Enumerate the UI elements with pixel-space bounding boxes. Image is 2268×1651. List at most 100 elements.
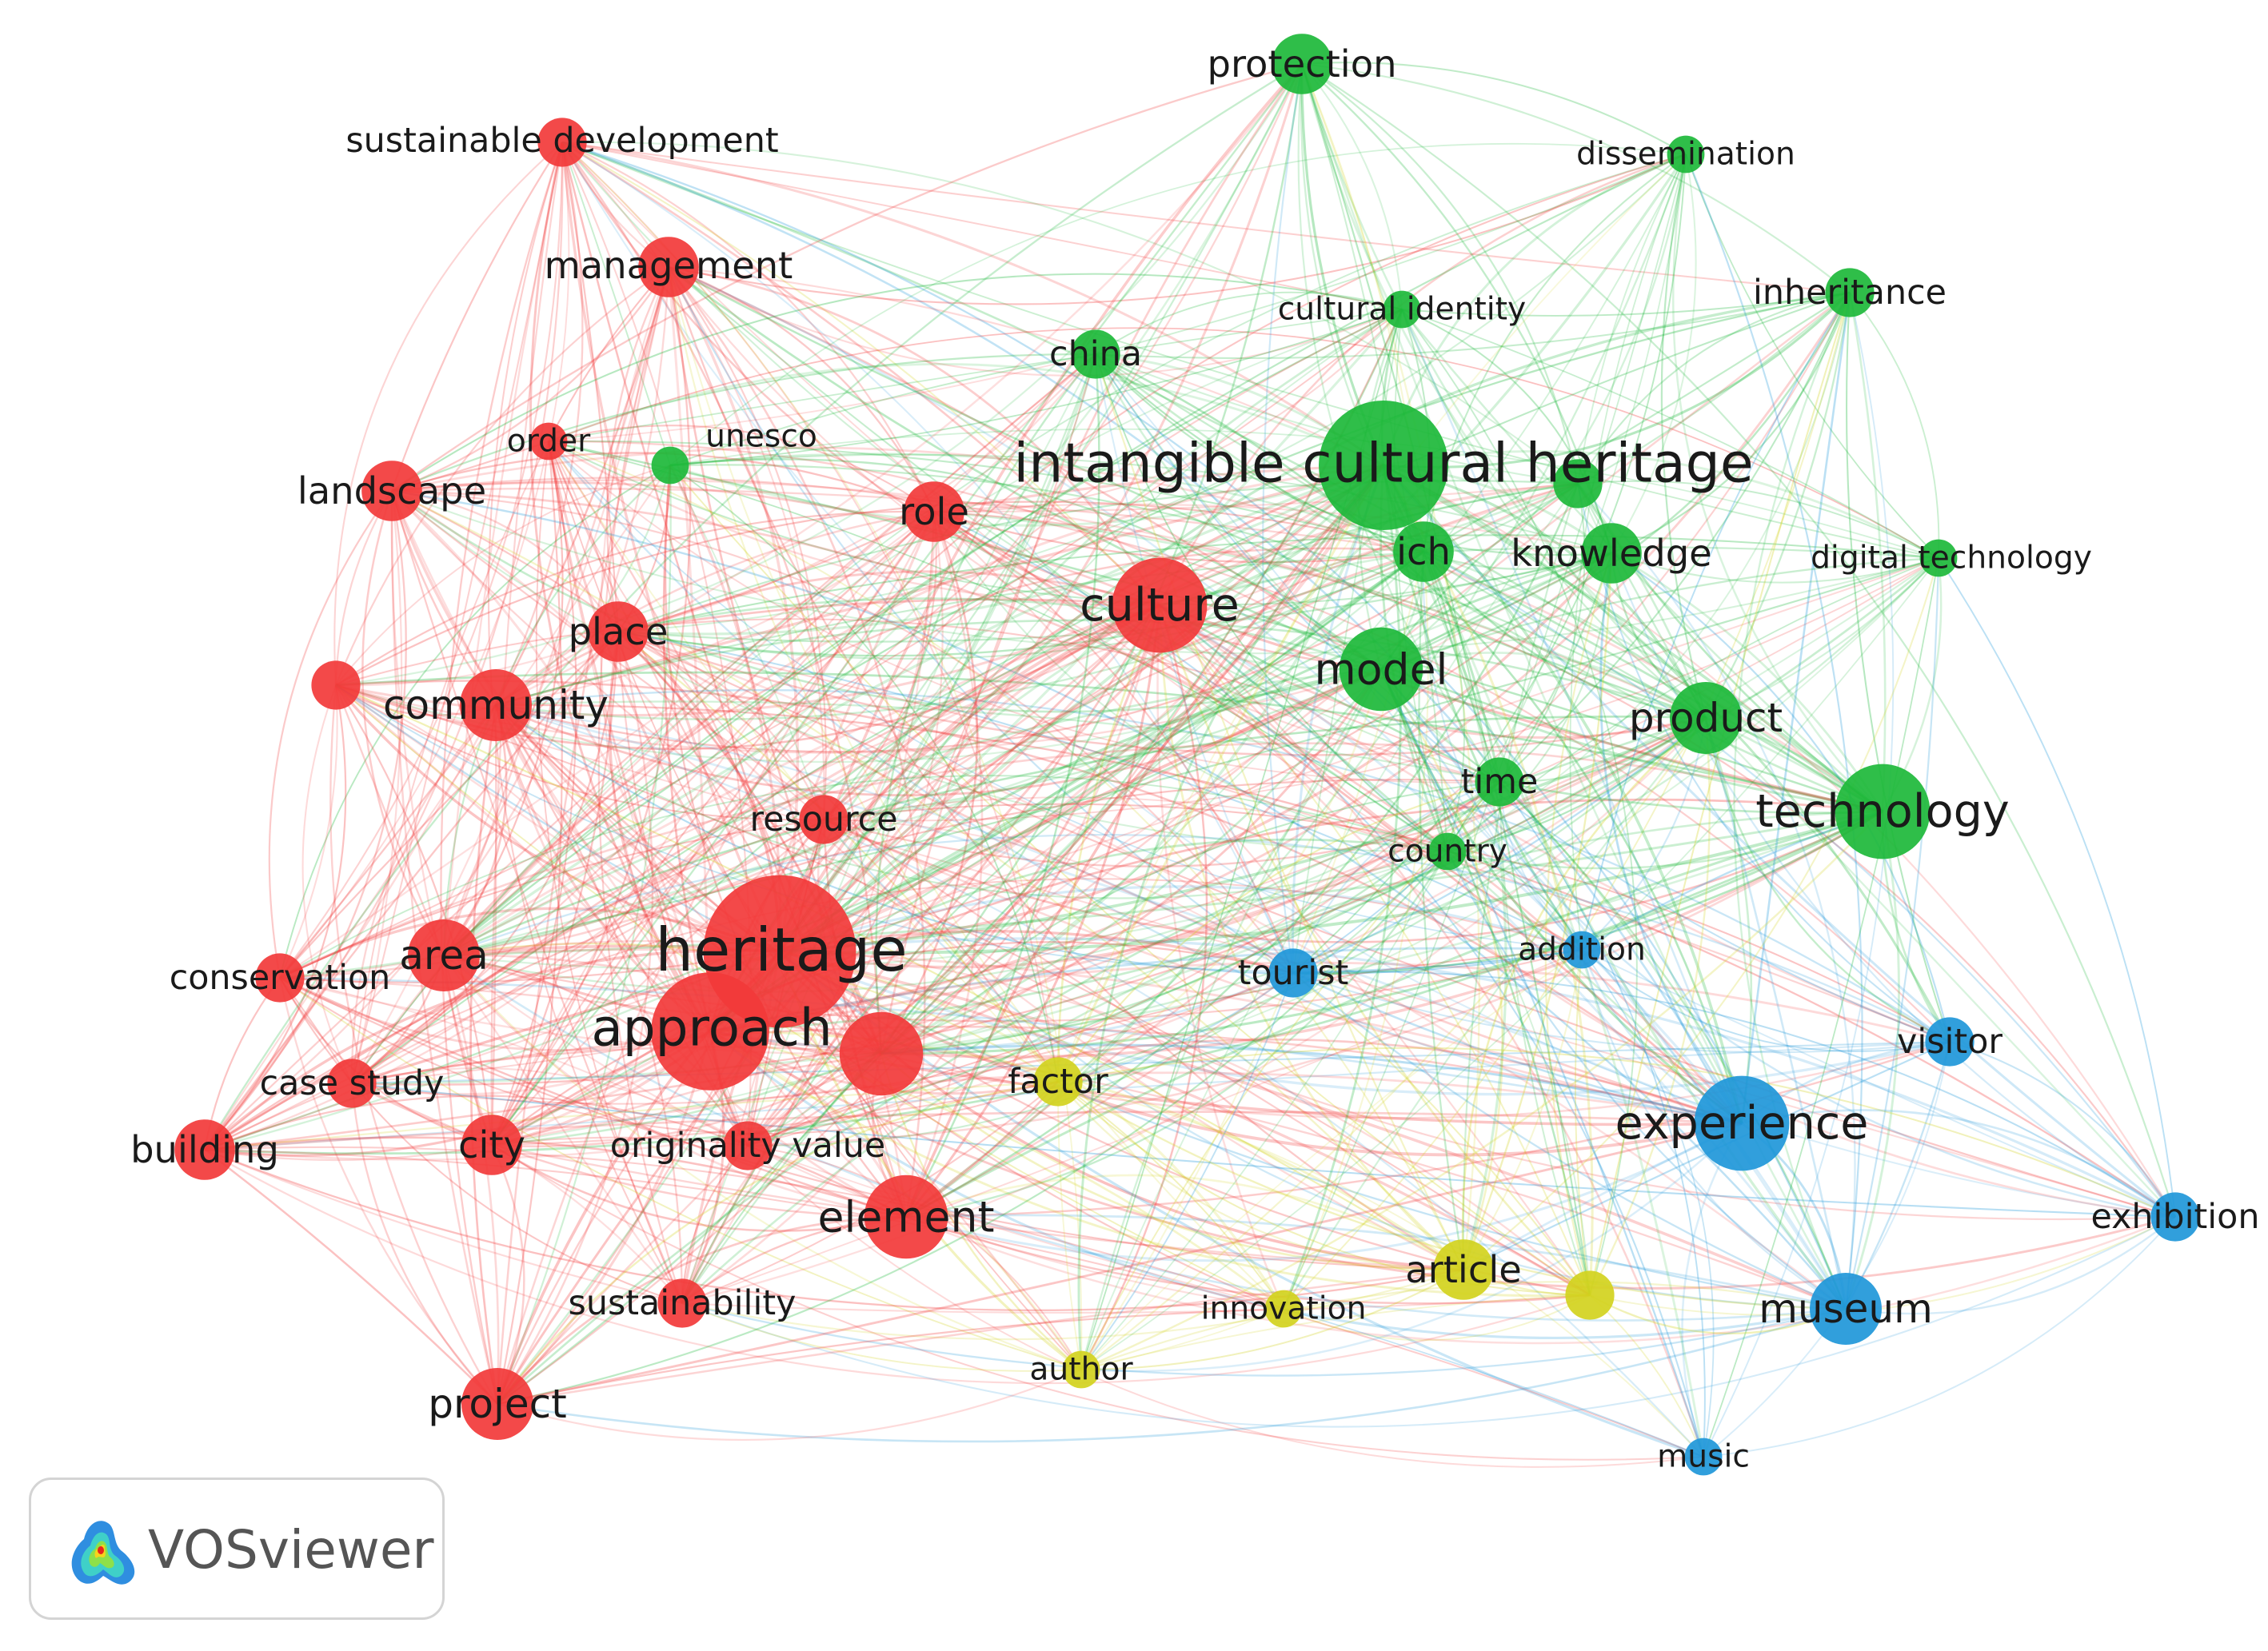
edge-management-dissemination	[668, 154, 1687, 305]
edge-dissemination-unlabeled-green-1	[1577, 154, 1687, 485]
edge-area-dissemination	[443, 154, 1687, 956]
edge-resource-product	[823, 716, 1707, 867]
edge-approach-project	[496, 1031, 712, 1406]
edge-area-china	[443, 353, 1096, 956]
node-building[interactable]	[174, 1119, 235, 1180]
node-product[interactable]	[1670, 682, 1742, 754]
node-china[interactable]	[1071, 329, 1120, 379]
node-experience[interactable]	[1694, 1075, 1790, 1171]
edge-product-author	[1080, 717, 1707, 1370]
node-landscape[interactable]	[361, 461, 422, 521]
edge-heritage-cultural-identity	[778, 308, 1404, 953]
edge-unlabeled-red-1-city	[335, 684, 493, 1146]
node-project[interactable]	[461, 1368, 533, 1440]
node-intangible-cultural-heritage[interactable]	[1319, 401, 1448, 530]
edge-management-unlabeled-red-1	[334, 266, 669, 686]
edge-product-exhibition	[1705, 717, 2176, 1218]
node-sustainable-development[interactable]	[537, 118, 587, 167]
edge-building-time	[204, 779, 1500, 1151]
node-approach[interactable]	[651, 972, 769, 1091]
edge-place-experience	[617, 630, 1743, 1125]
edge-project-innovation	[497, 1307, 1284, 1406]
node-addition[interactable]	[1563, 931, 1601, 969]
node-inheritance[interactable]	[1825, 268, 1875, 317]
edge-heritage-knowledge	[779, 552, 1613, 953]
node-resource[interactable]	[799, 795, 849, 844]
edge-ich-time	[1422, 551, 1501, 783]
node-knowledge[interactable]	[1581, 523, 1642, 584]
edge-unesco-product	[669, 464, 1707, 719]
edge-community-addition	[495, 704, 1583, 975]
node-visitor[interactable]	[1925, 1017, 1975, 1067]
node-technology[interactable]	[1835, 764, 1931, 859]
edge-order-addition	[548, 441, 1583, 951]
edge-element-technology	[905, 810, 1883, 1218]
node-ich[interactable]	[1393, 521, 1454, 582]
edge-project-author	[497, 1368, 1082, 1441]
edge-management-role	[668, 265, 936, 512]
node-area[interactable]	[408, 919, 480, 991]
edge-cultural-identity-knowledge	[1401, 309, 1612, 554]
node-country[interactable]	[1428, 832, 1467, 871]
edge-originality-value-experience	[747, 1038, 1743, 1147]
edge-case-study-tourist	[351, 972, 1294, 1105]
edge-landscape-heritage	[390, 490, 781, 953]
edge-product-article	[1461, 717, 1707, 1270]
edge-dissemination-factor	[1057, 154, 1687, 1083]
edge-resource-technology	[823, 810, 1883, 943]
node-community[interactable]	[460, 669, 532, 741]
edge-landscape-country	[391, 490, 1448, 853]
edge-china-addition	[1095, 353, 1583, 951]
node-unlabeled-red-2[interactable]	[839, 1011, 924, 1096]
node-factor[interactable]	[1033, 1057, 1083, 1107]
label-approach: approach	[591, 999, 832, 1059]
node-tourist[interactable]	[1268, 948, 1318, 998]
edge-place-ich	[617, 550, 1424, 657]
node-unesco[interactable]	[651, 446, 689, 485]
node-museum[interactable]	[1810, 1273, 1882, 1345]
node-innovation[interactable]	[1264, 1290, 1303, 1328]
edge-country-author	[1080, 851, 1448, 1370]
node-unlabeled-red-1[interactable]	[311, 660, 361, 710]
edge-area-model	[443, 668, 1382, 957]
node-case-study[interactable]	[327, 1059, 377, 1108]
node-digital-technology[interactable]	[1919, 539, 1958, 577]
label-community: community	[383, 682, 609, 728]
node-exhibition[interactable]	[2150, 1192, 2200, 1242]
node-unlabeled-yellow-1[interactable]	[1565, 1270, 1615, 1320]
edge-element-unlabeled-yellow-1	[905, 1215, 1591, 1305]
edge-place-area	[442, 631, 619, 956]
node-order[interactable]	[529, 422, 568, 461]
node-role[interactable]	[904, 481, 964, 542]
edge-role-knowledge	[933, 503, 1612, 555]
node-sustainability[interactable]	[657, 1278, 707, 1328]
node-article[interactable]	[1433, 1239, 1494, 1300]
node-element[interactable]	[864, 1174, 948, 1259]
node-city[interactable]	[461, 1115, 522, 1175]
node-music[interactable]	[1684, 1438, 1723, 1476]
edge-visitor-music	[1703, 1041, 1951, 1458]
node-conservation[interactable]	[255, 953, 305, 1003]
node-cultural-identity[interactable]	[1383, 290, 1421, 329]
node-management[interactable]	[638, 237, 699, 297]
edge-area-author	[443, 955, 1082, 1371]
node-dissemination[interactable]	[1667, 135, 1705, 173]
node-place[interactable]	[588, 601, 649, 662]
node-unlabeled-green-1[interactable]	[1553, 459, 1603, 508]
node-author[interactable]	[1062, 1350, 1100, 1389]
label-country: country	[1388, 834, 1507, 870]
edge-article-author	[1080, 1269, 1464, 1371]
edge-approach-inheritance	[709, 292, 1851, 1033]
edge-resource-protection	[823, 63, 1303, 820]
vosviewer-brand-name: VOSviewer	[148, 1519, 434, 1581]
node-model[interactable]	[1339, 627, 1423, 712]
edge-city-experience	[491, 1071, 1743, 1147]
node-originality-value[interactable]	[723, 1121, 773, 1170]
edge-ich-country	[1423, 551, 1466, 852]
node-time[interactable]	[1475, 757, 1524, 807]
edge-sustainable-development-exhibition	[561, 142, 2176, 1218]
edge-landscape-tourist	[391, 489, 1294, 974]
node-protection[interactable]	[1272, 34, 1332, 94]
edge-culture-exhibition	[1158, 604, 2176, 1218]
node-culture[interactable]	[1112, 557, 1208, 653]
